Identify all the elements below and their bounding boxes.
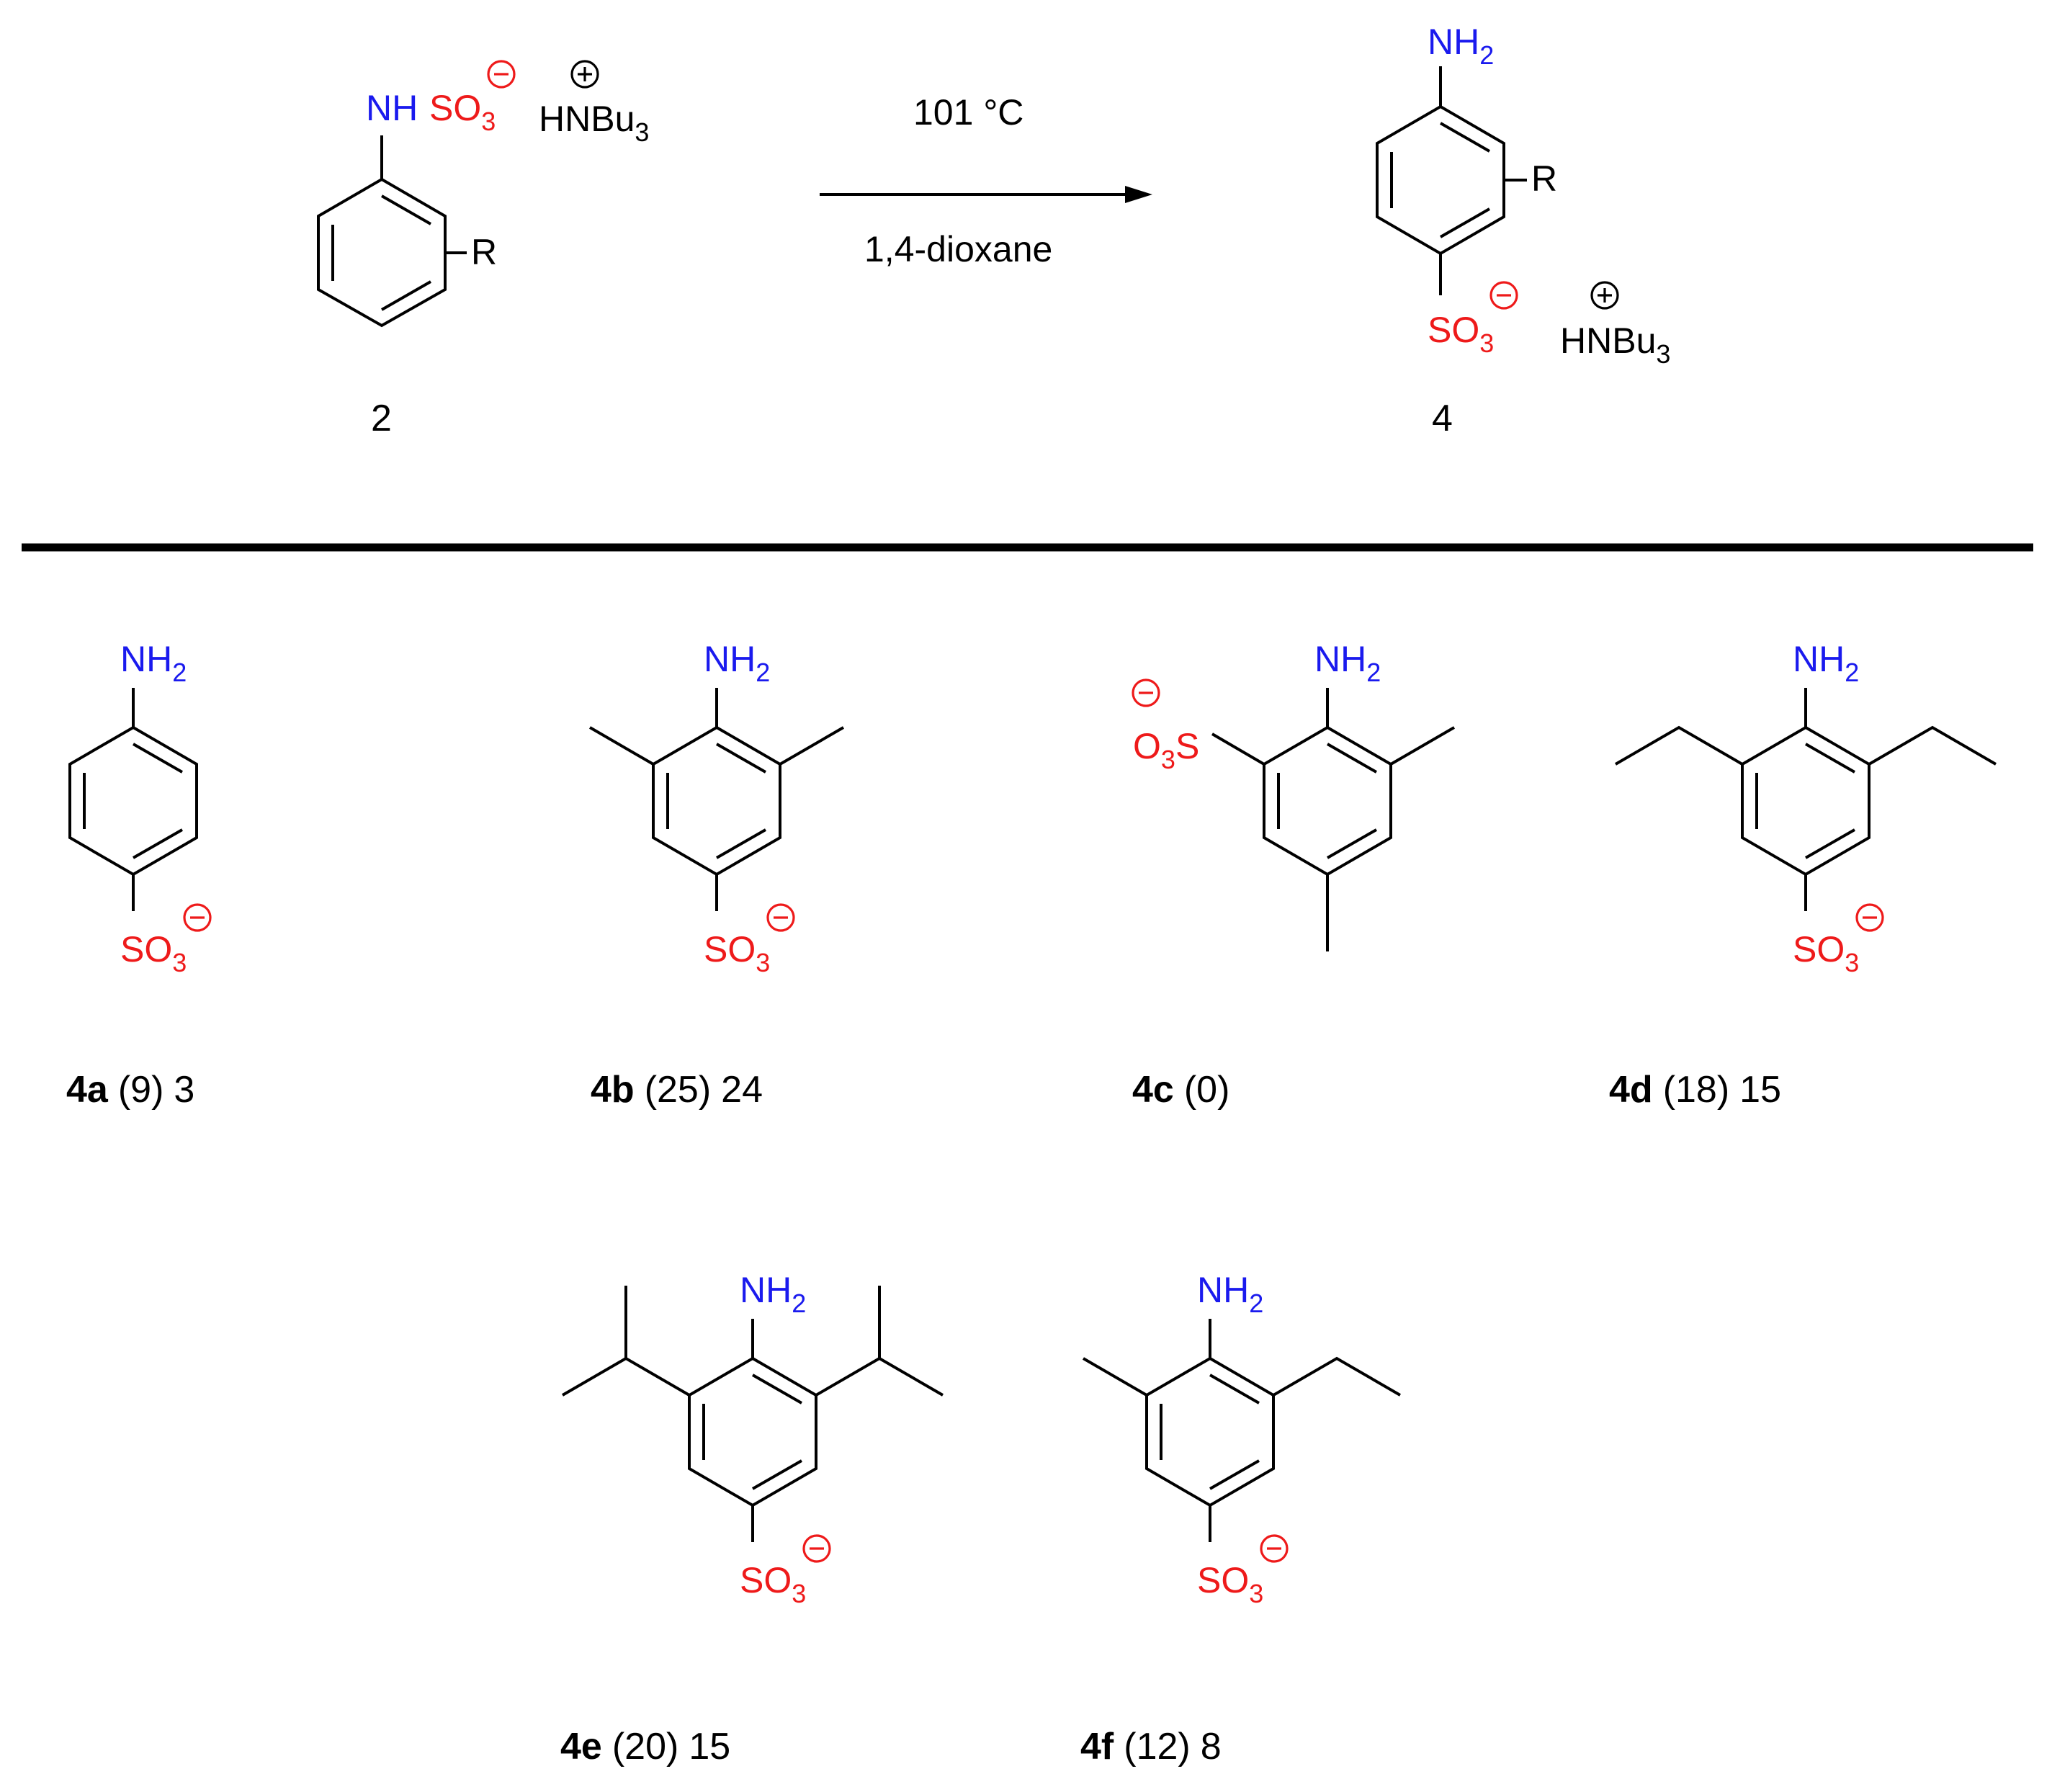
- product-label: 4: [1432, 398, 1453, 439]
- product-so3: SO3: [1428, 310, 1494, 358]
- minus-charge-icon: [1855, 903, 1884, 932]
- nh2-label: NH2: [1793, 639, 1859, 687]
- compound-label-4b: 4b(25)24: [591, 1069, 763, 1111]
- compound-4a-structure: NH2 SO3: [68, 639, 212, 977]
- compound-4c-structure: NH2 O3S: [1132, 639, 1456, 951]
- so3-label: SO3: [1793, 929, 1859, 977]
- compound-4d-structure: NH2 SO3: [1614, 639, 1997, 977]
- product-r-group: R: [1531, 158, 1557, 199]
- reactant-nh: NH: [366, 88, 418, 128]
- plus-charge-icon: [570, 60, 599, 89]
- minus-charge-icon: [1132, 678, 1160, 707]
- reactant-2-structure: NH SO3 R HNBu3: [317, 60, 649, 328]
- product-4-structure: NH2 R SO3 HNBu3: [1376, 22, 1670, 369]
- compound-label-4d: 4d(18)15: [1609, 1069, 1781, 1111]
- plus-charge-icon: [1590, 281, 1619, 310]
- so3-label: SO3: [740, 1560, 806, 1608]
- compound-4b-structure: NH2 SO3: [588, 639, 845, 977]
- compound-4e-structure: NH2 SO3: [561, 1270, 944, 1608]
- condition-temperature: 101 °C: [913, 92, 1023, 133]
- minus-charge-icon: [802, 1534, 831, 1563]
- reactant-counterion: HNBu3: [539, 99, 649, 147]
- reactant-so3: SO3: [429, 88, 496, 136]
- reaction-arrow: [820, 186, 1152, 203]
- compound-label-4c: 4c(0): [1132, 1069, 1229, 1111]
- compound-label-4a: 4a(9)3: [66, 1069, 194, 1111]
- product-nh2: NH2: [1428, 22, 1494, 70]
- nh2-label: NH2: [704, 639, 770, 687]
- compound-4f-structure: NH2 SO3: [1082, 1270, 1402, 1608]
- minus-charge-icon: [183, 903, 212, 932]
- nh2-label: NH2: [740, 1270, 806, 1318]
- condition-solvent: 1,4-dioxane: [864, 229, 1052, 269]
- minus-charge-icon: [766, 903, 795, 932]
- so3-label: SO3: [704, 929, 770, 977]
- product-counterion: HNBu3: [1560, 321, 1670, 369]
- compound-label-4e: 4e(20)15: [560, 1726, 730, 1768]
- nh2-label: NH2: [1314, 639, 1381, 687]
- minus-charge-icon: [487, 60, 516, 89]
- minus-charge-icon: [1260, 1534, 1289, 1563]
- reactant-label: 2: [371, 398, 392, 439]
- reactant-r-group: R: [471, 232, 497, 272]
- nh2-label: NH2: [1197, 1270, 1263, 1318]
- minus-charge-icon: [1489, 281, 1518, 310]
- o3s-label: O3S: [1133, 726, 1199, 774]
- nh2-label: NH2: [120, 639, 187, 687]
- compound-label-4f: 4f(12)8: [1080, 1726, 1222, 1768]
- so3-label: SO3: [120, 929, 187, 977]
- so3-label: SO3: [1197, 1560, 1263, 1608]
